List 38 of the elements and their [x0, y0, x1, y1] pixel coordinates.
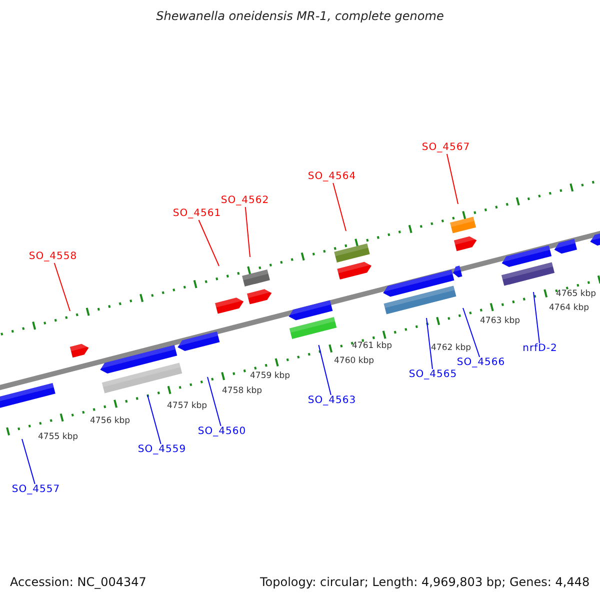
- leader-line: [533, 292, 540, 344]
- scale-label: 4763 kbp: [480, 316, 520, 326]
- leader-line: [22, 438, 36, 484]
- scale-label: 4757 kbp: [167, 401, 208, 411]
- chart-title: Shewanella oneidensis MR-1, complete genome: [155, 9, 445, 23]
- gene-label: SO_4558: [28, 251, 78, 263]
- leader-line: [462, 308, 480, 358]
- leader-line: [198, 220, 220, 266]
- gene-label: SO_4566: [456, 357, 506, 369]
- gene-label: SO_4562: [220, 195, 270, 207]
- gene-label: SO_4567: [422, 142, 470, 154]
- gene-label: SO_4561: [172, 208, 222, 220]
- leader-line: [147, 394, 162, 444]
- scale-label: 4764 kbp: [549, 303, 590, 313]
- scale-label: 4765 kbp: [556, 289, 596, 299]
- scale-label: 4756 kbp: [90, 416, 130, 426]
- gene-label: SO_4565: [408, 369, 458, 381]
- scale-label: 4759 kbp: [250, 371, 290, 381]
- gene-label: SO_4560: [198, 426, 246, 438]
- leader-line: [332, 182, 346, 232]
- gene-label: SO_4563: [308, 395, 356, 407]
- leader-line: [446, 154, 458, 204]
- footer-text: Topology: circular; Length: 4,969,803 bp; Genes: 4,448: [260, 575, 590, 589]
- scale-label: 4760 kbp: [334, 356, 374, 366]
- footer-text: Accession: NC_004347: [10, 575, 146, 589]
- scale-label: 4761 kbp: [352, 341, 392, 351]
- leader-line: [318, 344, 332, 396]
- gene-label: SO_4559: [138, 444, 186, 456]
- scale-label: 4762 kbp: [431, 343, 472, 353]
- scale-label: 4755 kbp: [38, 432, 78, 442]
- gene-label: SO_4557: [12, 484, 60, 496]
- gene-label: nrfD-2: [522, 343, 558, 355]
- leader-line: [426, 318, 433, 370]
- gene-label: SO_4564: [308, 171, 356, 183]
- leader-line: [207, 376, 222, 426]
- leader-line: [244, 206, 250, 258]
- leader-line: [54, 262, 70, 312]
- scale-label: 4758 kbp: [222, 386, 262, 396]
